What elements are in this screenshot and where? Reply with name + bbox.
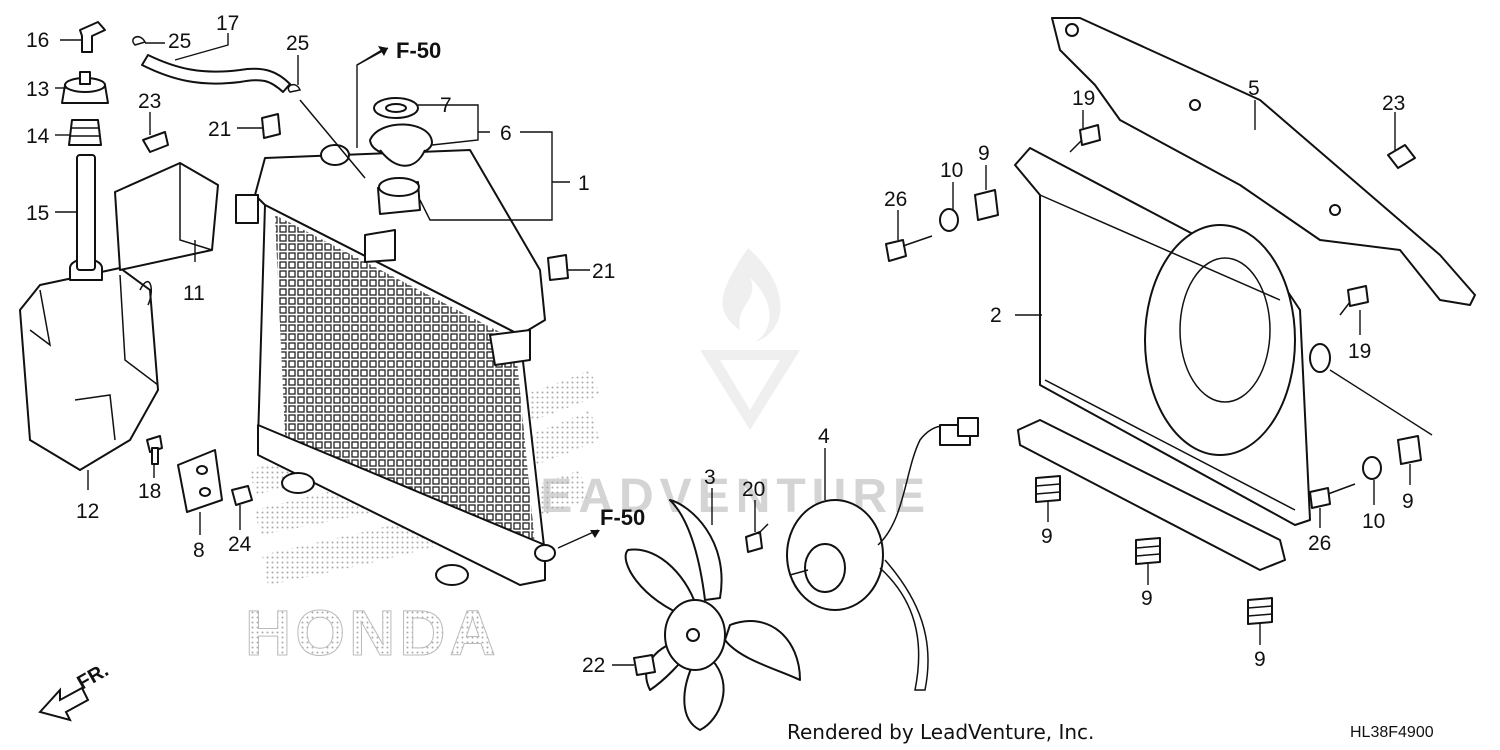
grommet-9-a [1035, 475, 1061, 503]
grommet-9-c [1247, 597, 1273, 625]
callout-4: 4 [818, 425, 830, 448]
nut-22 [633, 654, 656, 676]
grommet-9-upper [974, 189, 999, 221]
callout-25-left: 25 [168, 30, 191, 53]
callout-6: 6 [500, 122, 512, 145]
callout-labels: 1 2 3 4 5 6 7 8 9 9 9 9 9 10 10 11 12 13… [26, 12, 1414, 677]
cooling-fan [624, 499, 801, 731]
nut-clip-2 [547, 254, 569, 281]
callout-11: 11 [183, 282, 205, 305]
callout-16: 16 [26, 29, 49, 52]
callout-7: 7 [440, 94, 452, 117]
callout-9-right: 9 [1402, 490, 1414, 513]
bolt-18 [146, 435, 163, 465]
callout-18: 18 [138, 480, 161, 503]
callout-9-a: 9 [1041, 525, 1053, 548]
siphon-hose [141, 54, 291, 93]
callout-23-left: 23 [138, 90, 161, 113]
callout-19-upper: 19 [1072, 87, 1095, 110]
callout-22: 22 [582, 654, 605, 677]
callout-26-upper: 26 [884, 188, 907, 211]
upper-cover [1051, 17, 1476, 306]
fan-motor [786, 417, 979, 691]
bolt-19-lower [1339, 285, 1369, 316]
callout-21-right: 21 [592, 260, 615, 283]
rendered-by-credit: Rendered by LeadVenture, Inc. [787, 720, 1094, 744]
callout-9-upper: 9 [978, 142, 990, 165]
fan-shroud [1014, 147, 1331, 571]
callout-23-right: 23 [1382, 92, 1405, 115]
honda-logo-text: HONDA [245, 597, 500, 669]
trim-clip [142, 131, 169, 153]
tank-bracket [114, 162, 219, 271]
callout-20: 20 [742, 478, 765, 501]
nut-clip [261, 113, 281, 139]
callout-5: 5 [1248, 77, 1260, 100]
hose-clip [132, 35, 147, 46]
callout-10-upper: 10 [940, 159, 963, 182]
callout-21-left: 21 [208, 118, 231, 141]
radiator [235, 99, 556, 586]
hose-clip-2 [287, 83, 302, 93]
collar-10-upper [939, 208, 959, 232]
plate-8 [177, 449, 223, 513]
callout-13: 13 [26, 78, 49, 101]
callout-14: 14 [26, 125, 50, 148]
callout-15: 15 [26, 202, 49, 225]
callout-3: 3 [704, 466, 716, 489]
reserve-tank [19, 258, 159, 471]
flange-nut-24 [231, 485, 253, 506]
callout-19-lower: 19 [1348, 340, 1371, 363]
callout-8: 8 [193, 539, 205, 562]
leader-lines [55, 33, 1433, 666]
callout-2: 2 [990, 304, 1002, 327]
radiator-cap [369, 97, 433, 167]
bolt-26-lower [1309, 483, 1356, 509]
leadventure-watermark [700, 248, 800, 430]
callout-10-lower: 10 [1362, 510, 1385, 533]
f50-arrow-bottom [590, 530, 600, 538]
bolt-26-upper [885, 235, 933, 262]
callout-9-b: 9 [1141, 587, 1153, 610]
bolt-19-upper [1069, 124, 1101, 153]
bolt-20 [745, 523, 769, 553]
f50-arrow-top [356, 46, 389, 66]
clip-23-right [1387, 144, 1416, 169]
callout-26-lower: 26 [1308, 532, 1331, 555]
front-direction-arrow [38, 686, 90, 722]
reference-f50-top: F-50 [396, 38, 441, 63]
collar-10-lower [1362, 456, 1382, 480]
callout-24: 24 [228, 533, 252, 556]
callout-17: 17 [216, 12, 239, 35]
reference-f50-bottom: F-50 [600, 505, 645, 530]
grommet-9-right [1397, 435, 1422, 465]
reserve-tube [76, 154, 96, 271]
callout-25-right: 25 [286, 32, 309, 55]
rubber-cushion [68, 119, 102, 146]
callout-9-c: 9 [1254, 648, 1266, 671]
tank-cap [61, 71, 109, 104]
callout-1: 1 [578, 172, 590, 195]
callout-12: 12 [76, 500, 99, 523]
grommet-9-b [1135, 537, 1161, 565]
breather-fitting [79, 21, 106, 53]
diagram-code: HL38F4900 [1350, 724, 1434, 741]
